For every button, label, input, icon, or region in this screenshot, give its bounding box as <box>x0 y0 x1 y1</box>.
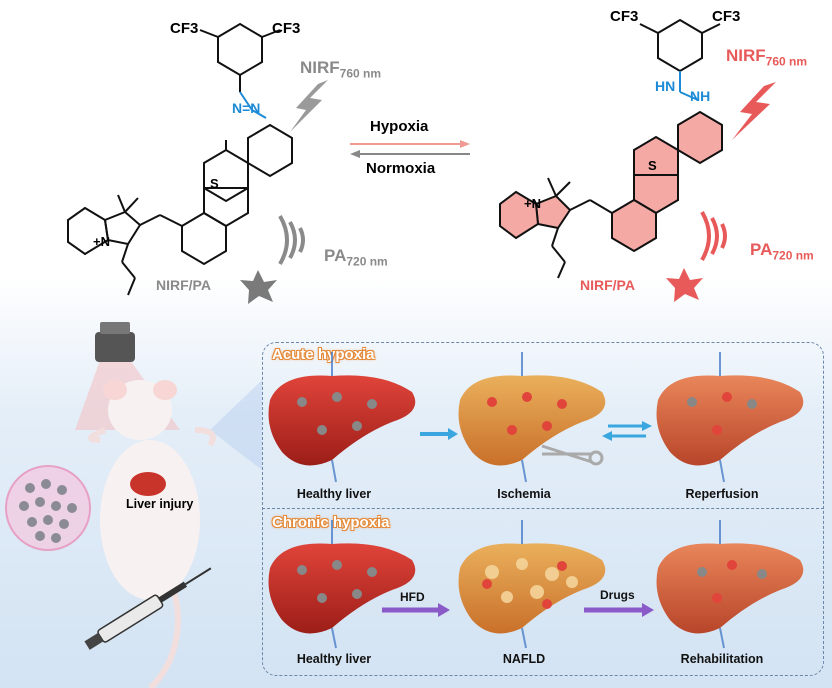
nirf-pa-off-label: NIRF/PA <box>156 277 211 293</box>
drugs-label: Drugs <box>600 588 635 602</box>
acute-stage-reperfusion: Reperfusion <box>685 487 759 501</box>
probe-off-structure <box>67 22 293 296</box>
chemistry-scheme <box>67 18 776 304</box>
acute-arrow-2 <box>602 421 652 441</box>
sulfur-label-left: S <box>210 176 219 191</box>
nirf-on-label: NIRF760 nm <box>726 46 808 69</box>
azo-label: N=N <box>232 100 261 116</box>
chronic-stage-rehabilitation: Rehabilitation <box>680 652 764 666</box>
normoxia-label: Normoxia <box>366 160 436 177</box>
nirf-on-bolt-icon <box>732 82 776 140</box>
panel-divider <box>262 508 824 509</box>
pa-on-wave-icon <box>700 210 727 262</box>
liver-stages-graphic <box>268 352 804 649</box>
chronic-rehabilitation-liver <box>656 543 804 634</box>
probe-off-star-icon <box>240 270 277 304</box>
indolium-n-left: +N <box>93 234 110 249</box>
acute-healthy-liver <box>268 375 416 466</box>
mouse-illustration <box>5 322 262 688</box>
sulfur-label-right: S <box>648 158 657 173</box>
chronic-stage-healthy: Healthy liver <box>296 652 372 666</box>
chronic-arrow-hfd <box>382 603 450 617</box>
equilibrium-arrows <box>350 140 470 158</box>
chronic-healthy-liver <box>268 543 416 634</box>
chronic-arrow-drugs <box>584 603 654 617</box>
chronic-hypoxia-title: Chronic hypoxia <box>272 514 390 531</box>
chronic-nafld-liver <box>458 543 606 634</box>
acute-stage-healthy: Healthy liver <box>296 487 372 501</box>
hydrazo-hn-label: HN <box>655 78 676 94</box>
liver-injury-label: Liver injury <box>126 497 194 511</box>
nirf-off-label: NIRF760 nm <box>300 58 382 81</box>
pa-off-label: PA720 nm <box>324 246 388 269</box>
nirf-off-bolt-icon <box>290 80 328 132</box>
outcome-panel <box>262 342 824 676</box>
hypoxia-label: Hypoxia <box>370 118 429 135</box>
nirf-pa-on-label: NIRF/PA <box>580 277 635 293</box>
cf3-left-label-on: CF3 <box>610 8 639 25</box>
mouse-liver <box>130 472 166 496</box>
probe-on-star-icon <box>666 268 703 302</box>
chronic-stage-nafld: NAFLD <box>502 652 546 666</box>
cf3-left-label: CF3 <box>170 20 199 37</box>
acute-reperfusion-liver <box>656 375 804 466</box>
clamp-icon <box>541 444 604 466</box>
pa-on-label: PA720 nm <box>750 240 814 263</box>
acute-arrow-1 <box>420 428 458 440</box>
acute-ischemia-liver <box>458 375 606 466</box>
acute-hypoxia-title: Acute hypoxia <box>272 346 375 363</box>
cf3-right-label: CF3 <box>272 20 301 37</box>
hfd-label: HFD <box>400 590 425 604</box>
hydrazo-nh-label: NH <box>690 88 711 104</box>
indolium-n-right: +N <box>524 196 541 211</box>
acute-stage-ischemia: Ischemia <box>497 487 551 501</box>
pa-off-wave-icon <box>278 214 305 266</box>
cf3-right-label-on: CF3 <box>712 8 741 25</box>
probe-on-structure <box>499 18 723 279</box>
